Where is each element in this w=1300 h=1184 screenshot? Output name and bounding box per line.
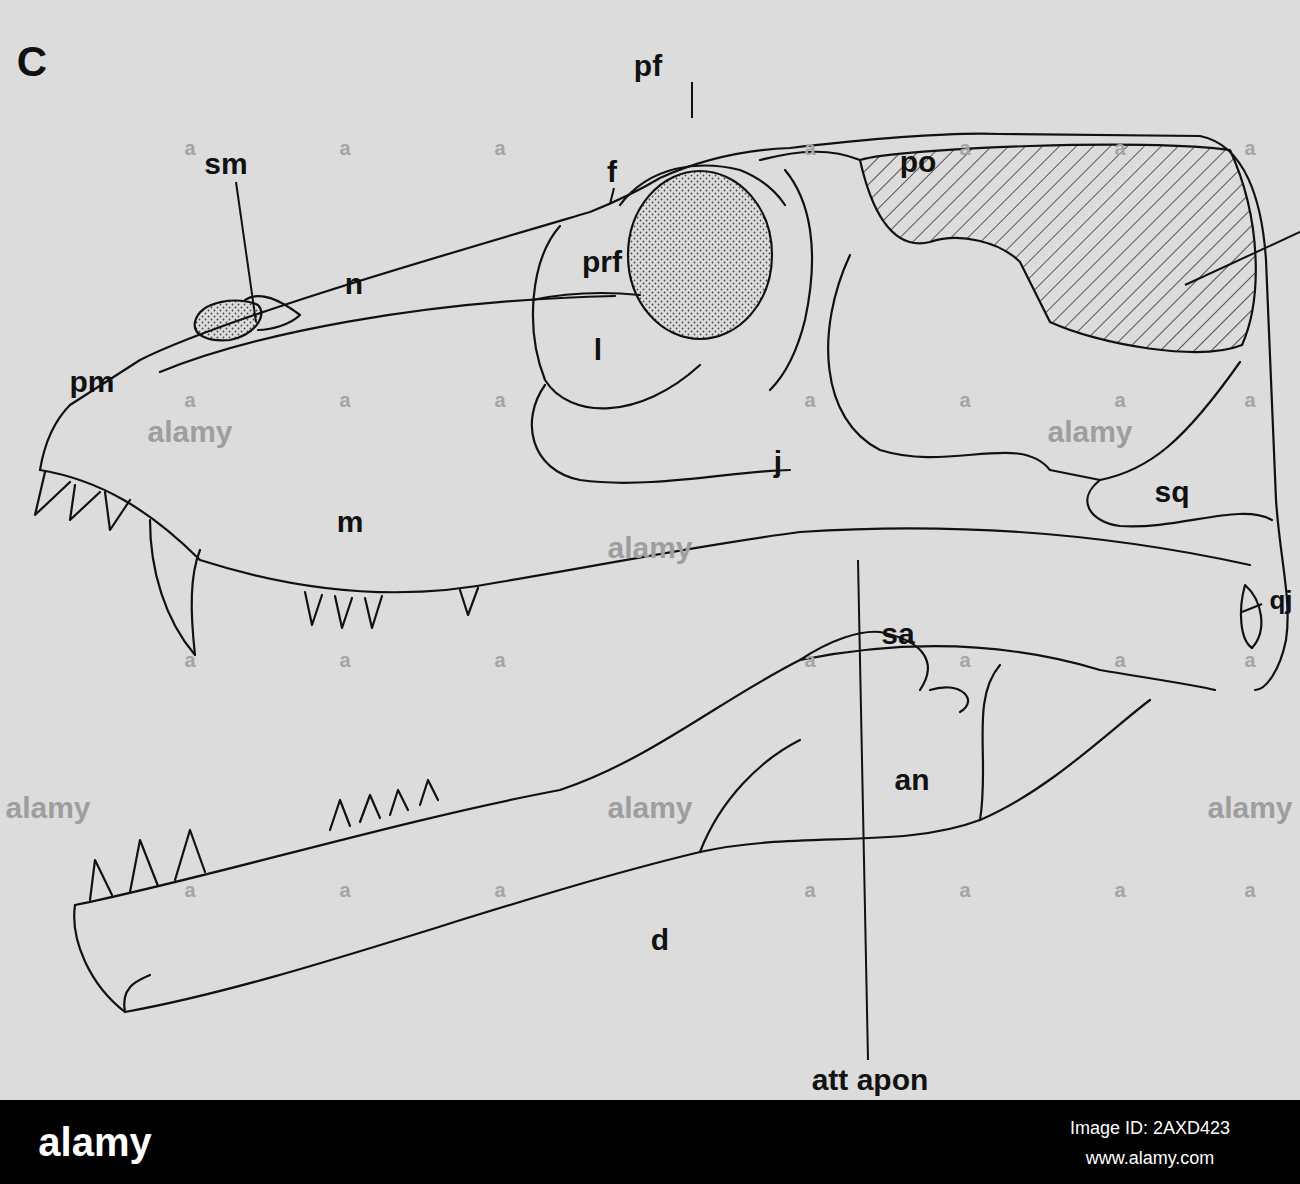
part-label: prf — [582, 247, 622, 277]
watermark-mark: a — [494, 138, 505, 158]
part-label: sa — [881, 619, 914, 649]
watermark-mark: a — [804, 650, 815, 670]
watermark-mark: a — [1244, 880, 1255, 900]
part-label: j — [774, 447, 782, 477]
watermark-mark: a — [1114, 650, 1125, 670]
part-label: att apon — [812, 1065, 929, 1095]
watermark-mark: a — [339, 880, 350, 900]
leader-line — [1242, 604, 1262, 612]
watermark: alamy — [1207, 793, 1292, 823]
part-label: sm — [204, 149, 247, 179]
watermark-mark: a — [1244, 390, 1255, 410]
watermark-mark: a — [494, 880, 505, 900]
part-label: pf — [634, 51, 662, 81]
part-label: sq — [1154, 477, 1189, 507]
leader-line — [858, 560, 868, 1060]
watermark-mark: a — [494, 390, 505, 410]
watermark-mark: a — [184, 880, 195, 900]
watermark: alamy — [607, 793, 692, 823]
watermark-mark: a — [339, 650, 350, 670]
leader-line — [1185, 232, 1300, 285]
watermark-mark: a — [804, 390, 815, 410]
watermark-mark: a — [184, 390, 195, 410]
part-label: po — [900, 147, 937, 177]
watermark-mark: a — [184, 650, 195, 670]
part-label: n — [345, 269, 363, 299]
watermark-mark: a — [1244, 650, 1255, 670]
watermark: alamy — [5, 793, 90, 823]
part-label: an — [894, 765, 929, 795]
watermark-mark: a — [494, 650, 505, 670]
part-label: pm — [70, 367, 115, 397]
brand-logo: alamy — [38, 1122, 151, 1162]
part-label: C — [17, 41, 47, 83]
watermark-mark: a — [339, 138, 350, 158]
watermark-mark: a — [339, 390, 350, 410]
part-label: l — [594, 335, 602, 365]
part-label: f — [607, 157, 617, 187]
watermark-mark: a — [1114, 880, 1125, 900]
part-label: d — [651, 925, 669, 955]
watermark-mark: a — [959, 650, 970, 670]
watermark: alamy — [1047, 417, 1132, 447]
bottom-bar — [0, 1100, 1300, 1184]
watermark-mark: a — [1114, 138, 1125, 158]
part-label: m — [337, 507, 364, 537]
image-id: Image ID: 2AXD423 — [1070, 1119, 1230, 1137]
watermark-mark: a — [804, 138, 815, 158]
watermark: alamy — [147, 417, 232, 447]
watermark-mark: a — [184, 138, 195, 158]
leader-line — [691, 82, 693, 118]
watermark-mark: a — [804, 880, 815, 900]
watermark-mark: a — [1114, 390, 1125, 410]
watermark-mark: a — [959, 880, 970, 900]
leader-line — [610, 188, 614, 204]
part-label: qj — [1269, 587, 1292, 613]
image-id: www.alamy.com — [1086, 1149, 1215, 1167]
watermark-mark: a — [959, 138, 970, 158]
leader-line — [236, 182, 256, 322]
watermark: alamy — [607, 533, 692, 563]
watermark-mark: a — [959, 390, 970, 410]
watermark-mark: a — [1244, 138, 1255, 158]
